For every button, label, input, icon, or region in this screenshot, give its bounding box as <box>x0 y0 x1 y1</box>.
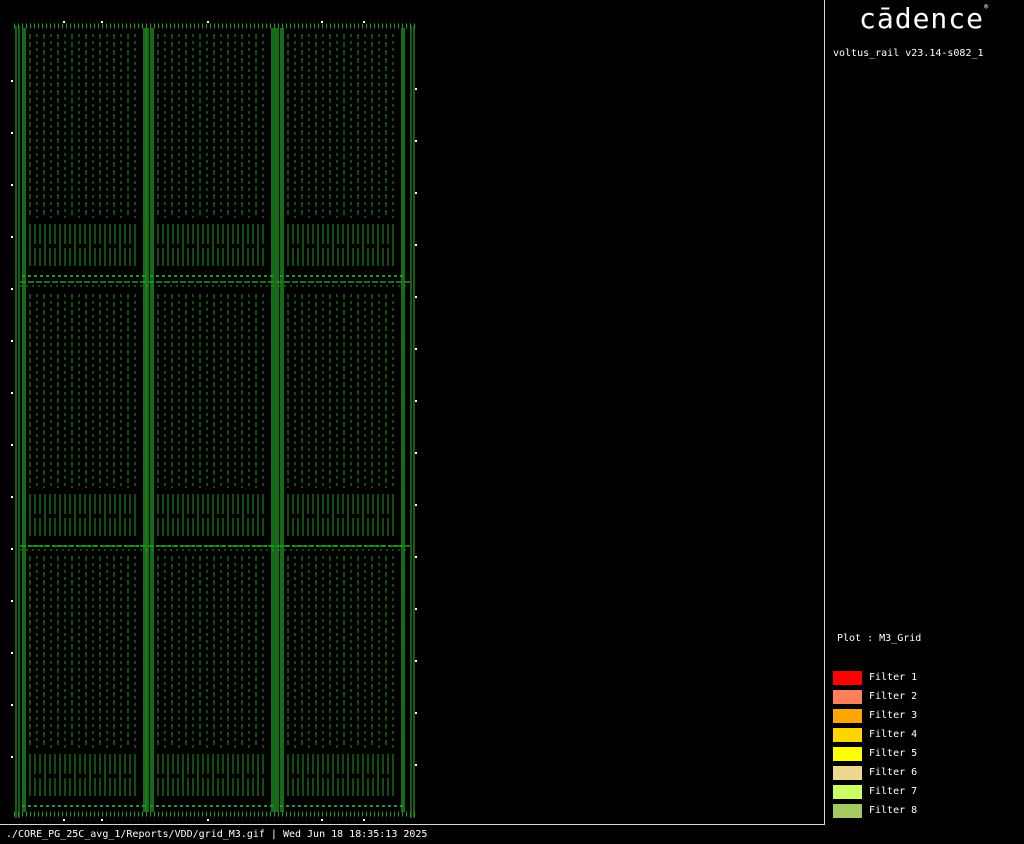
legend-label: Filter 7 <box>869 786 918 797</box>
legend-swatch <box>833 709 862 723</box>
legend-swatch <box>833 728 862 742</box>
legend-label: Filter 6 <box>869 767 918 778</box>
panel-divider <box>824 0 825 825</box>
legend-label: Filter 8 <box>869 805 918 816</box>
legend-swatch <box>833 747 862 761</box>
legend-swatch <box>833 785 862 799</box>
plot-title: Plot : M3_Grid <box>837 633 922 644</box>
tool-version: voltus_rail v23.14-s082_1 <box>833 48 984 59</box>
status-bar: ./CORE_PG_25C_avg_1/Reports/VDD/grid_M3.… <box>0 825 824 844</box>
grid-plot-canvas <box>11 21 417 821</box>
legend-label: Filter 4 <box>869 729 918 740</box>
registered-mark: ® <box>984 3 989 11</box>
legend-swatch <box>833 766 862 780</box>
legend-swatch <box>833 804 862 818</box>
legend-swatch <box>833 671 862 685</box>
legend-label: Filter 2 <box>869 691 918 702</box>
legend-label: Filter 5 <box>869 748 918 759</box>
cadence-logo: cādence <box>859 2 985 35</box>
legend-label: Filter 3 <box>869 710 918 721</box>
status-divider <box>0 824 825 825</box>
legend-swatch <box>833 690 862 704</box>
status-text: ./CORE_PG_25C_avg_1/Reports/VDD/grid_M3.… <box>6 829 428 840</box>
side-panel: cādence ® voltus_rail v23.14-s082_1 Plot… <box>825 0 1024 844</box>
m3-grid-plot <box>11 21 417 821</box>
legend-label: Filter 1 <box>869 672 918 683</box>
